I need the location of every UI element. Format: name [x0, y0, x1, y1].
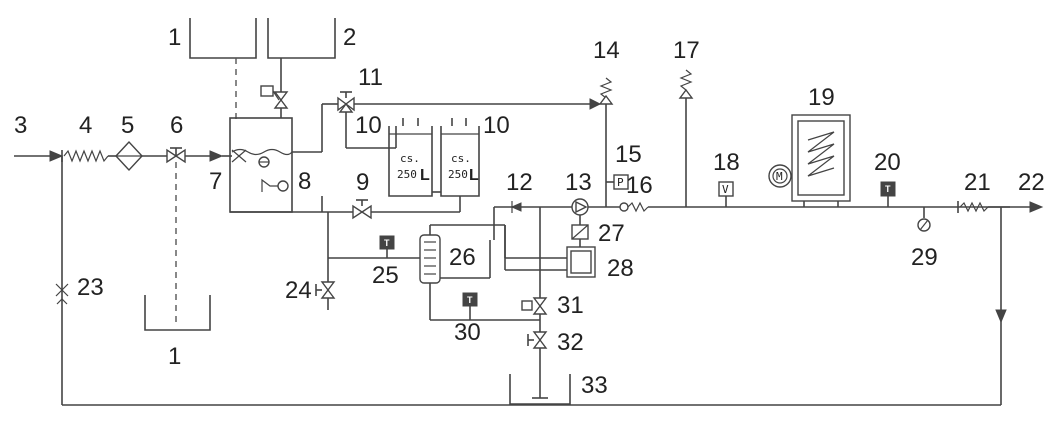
heat-exchanger-26	[419, 224, 540, 321]
drain-valves-31-32	[521, 297, 548, 399]
label-30: 30	[454, 319, 481, 346]
flow-indicator-29	[917, 207, 931, 232]
label-20: 20	[874, 149, 901, 176]
outlet-line	[957, 201, 1044, 213]
label-7: 7	[209, 168, 222, 195]
temperature-sensor-25: T	[379, 235, 395, 258]
storage-tank-b: cs. 250 L	[440, 118, 480, 197]
label-6: 6	[170, 112, 183, 139]
inlet-line	[14, 140, 232, 172]
central-header	[493, 198, 620, 300]
label-23: 23	[77, 274, 104, 301]
temperature-sensor-30: T	[462, 292, 478, 320]
valve-11-line	[337, 91, 602, 149]
label-21: 21	[964, 169, 991, 196]
temperature-sensor-20: T	[880, 181, 896, 207]
label-19: 19	[808, 84, 835, 111]
top-reservoir-1	[189, 18, 257, 59]
tank-a-label-line2: 250	[397, 168, 417, 181]
label-13: 13	[565, 169, 592, 196]
label-17: 17	[673, 37, 700, 64]
label-3: 3	[14, 112, 27, 139]
label-28: 28	[607, 255, 634, 282]
solenoid-valve-reservoir-2	[260, 58, 289, 118]
label-25: 25	[372, 262, 399, 289]
label-18: 18	[713, 149, 740, 176]
tank-outlet-line	[230, 196, 461, 220]
pressure-symbol: P	[617, 176, 624, 189]
sensor-30-symbol: T	[467, 295, 473, 305]
heater-19: M	[768, 114, 851, 207]
label-26: 26	[449, 244, 476, 271]
check-valve-16	[619, 201, 1010, 213]
label-4: 4	[79, 112, 92, 139]
pump-drive-27-28	[504, 215, 596, 278]
return-loop	[55, 156, 1007, 406]
sensor-20-symbol: T	[885, 184, 891, 194]
label-16: 16	[626, 172, 653, 199]
volume-symbol: V	[722, 183, 729, 196]
label-33: 33	[581, 372, 608, 399]
label-27: 27	[598, 220, 625, 247]
top-reservoir-2	[267, 18, 336, 59]
drain-tank-33	[509, 374, 571, 405]
label-10-a: 10	[355, 112, 382, 139]
relief-valve-14	[598, 77, 614, 207]
label-11: 11	[358, 64, 383, 91]
label-29: 29	[911, 244, 938, 271]
label-12: 12	[506, 169, 533, 196]
label-24: 24	[285, 277, 312, 304]
drain-branch	[315, 212, 420, 310]
storage-tank-a: cs. 250 L	[388, 118, 433, 197]
label-14: 14	[593, 37, 620, 64]
motor-symbol: M	[776, 170, 783, 183]
label-31: 31	[557, 292, 584, 319]
bottom-reservoir-1	[144, 295, 211, 331]
label-10-b: 10	[483, 112, 510, 139]
vent-17	[678, 69, 694, 207]
main-tank	[229, 103, 338, 213]
tank-b-label-line2: 250	[448, 168, 468, 181]
volume-sensor-18: V	[718, 181, 734, 207]
number-labels: 1 2 3 4 5 6 7 8 9 10 10 11 12 13 14 15 1…	[14, 24, 1045, 399]
tank-a-label-line1: cs.	[400, 152, 420, 165]
label-1-bottom: 1	[168, 343, 181, 370]
label-8: 8	[298, 168, 311, 195]
label-5: 5	[121, 112, 134, 139]
label-9: 9	[356, 169, 369, 196]
label-22: 22	[1018, 169, 1045, 196]
tank-b-unit: L	[469, 167, 479, 184]
pressure-gauge-15: P	[606, 174, 629, 190]
label-1-top: 1	[168, 24, 181, 51]
tank-b-label-line1: cs.	[451, 152, 471, 165]
label-2: 2	[343, 24, 356, 51]
label-15: 15	[615, 141, 642, 168]
label-32: 32	[557, 329, 584, 356]
tank-a-unit: L	[420, 167, 430, 184]
sensor-25-symbol: T	[384, 238, 390, 248]
